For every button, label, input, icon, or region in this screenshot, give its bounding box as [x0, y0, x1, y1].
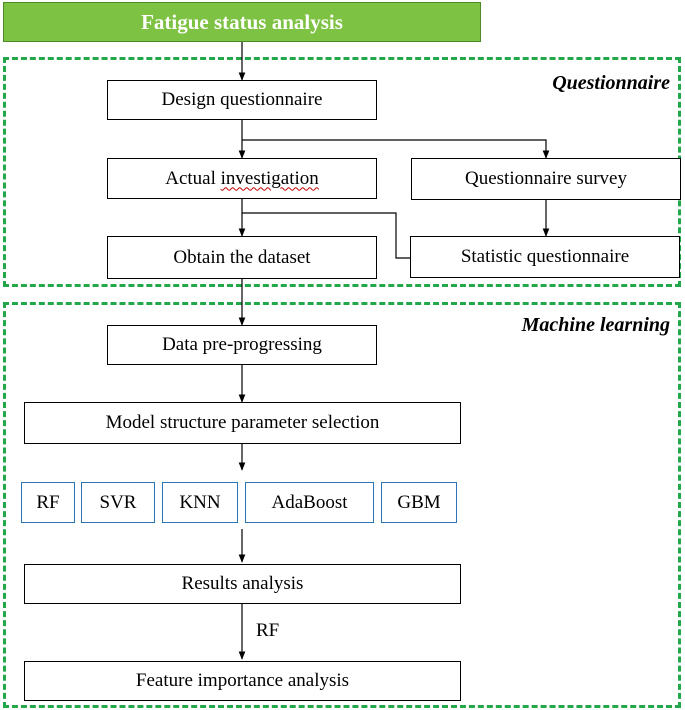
- actual-investigation-prefix: Actual: [165, 167, 221, 189]
- edge-label-rf: RF: [256, 620, 280, 641]
- obtain-dataset-node: Obtain the dataset: [107, 236, 377, 279]
- model-svr-node: SVR: [81, 482, 155, 523]
- actual-investigation-word: investigation: [220, 167, 319, 189]
- model-selection-node: Model structure parameter selection: [24, 402, 461, 444]
- statistic-questionnaire-node: Statistic questionnaire: [410, 236, 680, 278]
- model-rf-node: RF: [21, 482, 75, 523]
- model-adaboost-node: AdaBoost: [245, 482, 374, 523]
- arrow-design-to-survey: [242, 139, 550, 159]
- feature-importance-node: Feature importance analysis: [24, 661, 461, 701]
- questionnaire-survey-node: Questionnaire survey: [411, 158, 681, 200]
- design-questionnaire-node: Design questionnaire: [107, 80, 377, 120]
- machine-learning-region: [3, 302, 681, 708]
- diagram-title: Fatigue status analysis: [3, 2, 481, 42]
- line-statistic-to-dataset: [242, 212, 410, 259]
- machine-learning-section-label: Machine learning: [521, 314, 670, 336]
- actual-investigation-node: Actual investigation: [107, 158, 377, 199]
- questionnaire-section-label: Questionnaire: [552, 72, 670, 94]
- results-analysis-node: Results analysis: [24, 564, 461, 604]
- data-preprocessing-node: Data pre-progressing: [107, 325, 377, 365]
- model-gbm-node: GBM: [381, 482, 457, 523]
- model-knn-node: KNN: [162, 482, 238, 523]
